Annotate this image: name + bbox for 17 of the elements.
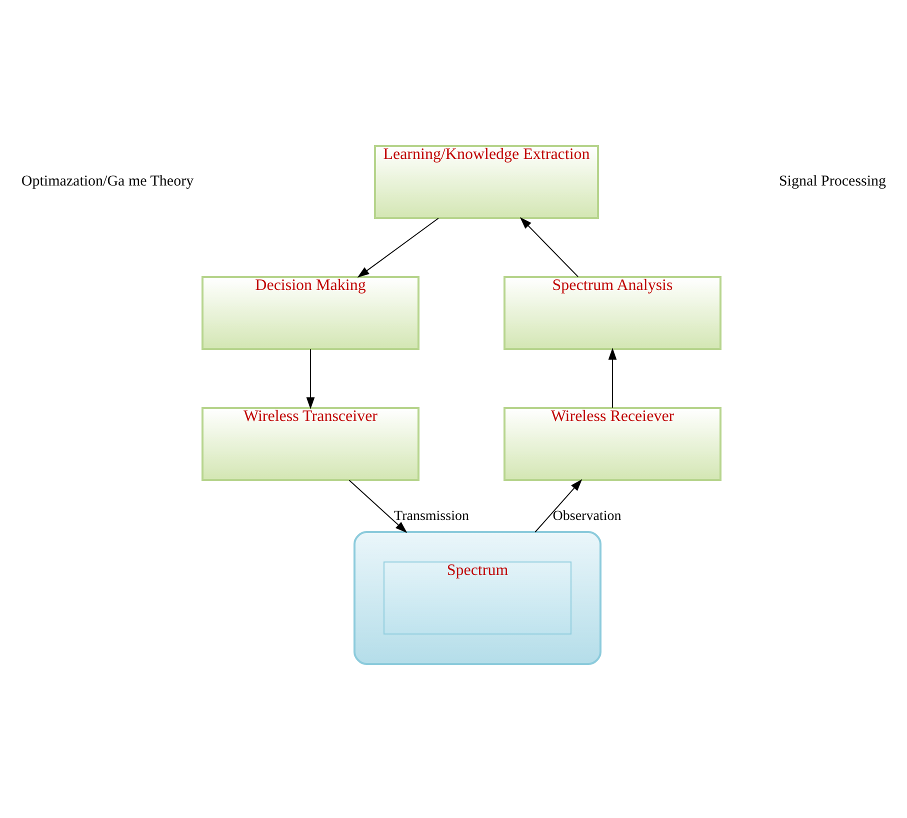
node-box: Decision Making xyxy=(202,276,420,350)
label: Signal Processing xyxy=(778,174,886,190)
arrow xyxy=(357,218,439,278)
cluster xyxy=(354,531,602,665)
arrow xyxy=(520,217,579,278)
node-box: Spectrum xyxy=(384,562,572,634)
arrow xyxy=(534,479,582,532)
node-box: Wireless Receiever xyxy=(504,407,722,481)
arrow xyxy=(608,348,617,408)
arrow xyxy=(306,348,315,410)
node-box: Learning/Knowledge Extraction xyxy=(374,145,599,219)
edge-label: Transmission xyxy=(394,509,469,524)
edge-label: Observation xyxy=(552,509,622,524)
arrow xyxy=(348,480,408,534)
label: Optimazation/Ga me Theory xyxy=(21,174,194,190)
node-box: Wireless Transceiver xyxy=(202,407,420,481)
node-box: Spectrum Analysis xyxy=(504,276,722,350)
